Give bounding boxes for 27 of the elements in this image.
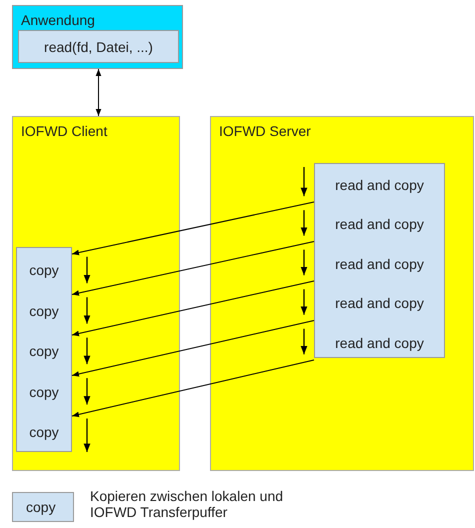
arrow [72, 241, 314, 296]
application-box [12, 5, 183, 69]
arrow [72, 320, 314, 377]
process-step: copy [16, 250, 72, 290]
process-step: read and copy [314, 284, 445, 322]
process-step: read and copy [314, 323, 445, 362]
process-step: read and copy [314, 165, 445, 204]
client-box [12, 116, 180, 471]
arrow [72, 202, 314, 256]
arrow [72, 280, 314, 336]
box-title: Anwendung [21, 12, 95, 28]
box-title: IOFWD Client [21, 123, 108, 139]
arrow [96, 68, 102, 116]
process-step: copy [16, 290, 72, 330]
buffer-band [16, 247, 72, 452]
legend-sample-text: copy [26, 499, 56, 515]
legend-text: Kopieren zwischen lokalen und IOFWD Transferpuffer [90, 488, 284, 520]
buffer-band [314, 163, 445, 358]
arrow [72, 360, 314, 418]
box-title: IOFWD Server [219, 123, 311, 139]
process-step: read and copy [314, 204, 445, 244]
process-step: copy [16, 331, 72, 371]
server-box [210, 116, 474, 471]
function-call-box: read(fd, Datei, ...) [18, 30, 179, 63]
process-step: copy [16, 412, 72, 452]
process-step: copy [16, 372, 72, 412]
process-step: read and copy [314, 244, 445, 283]
